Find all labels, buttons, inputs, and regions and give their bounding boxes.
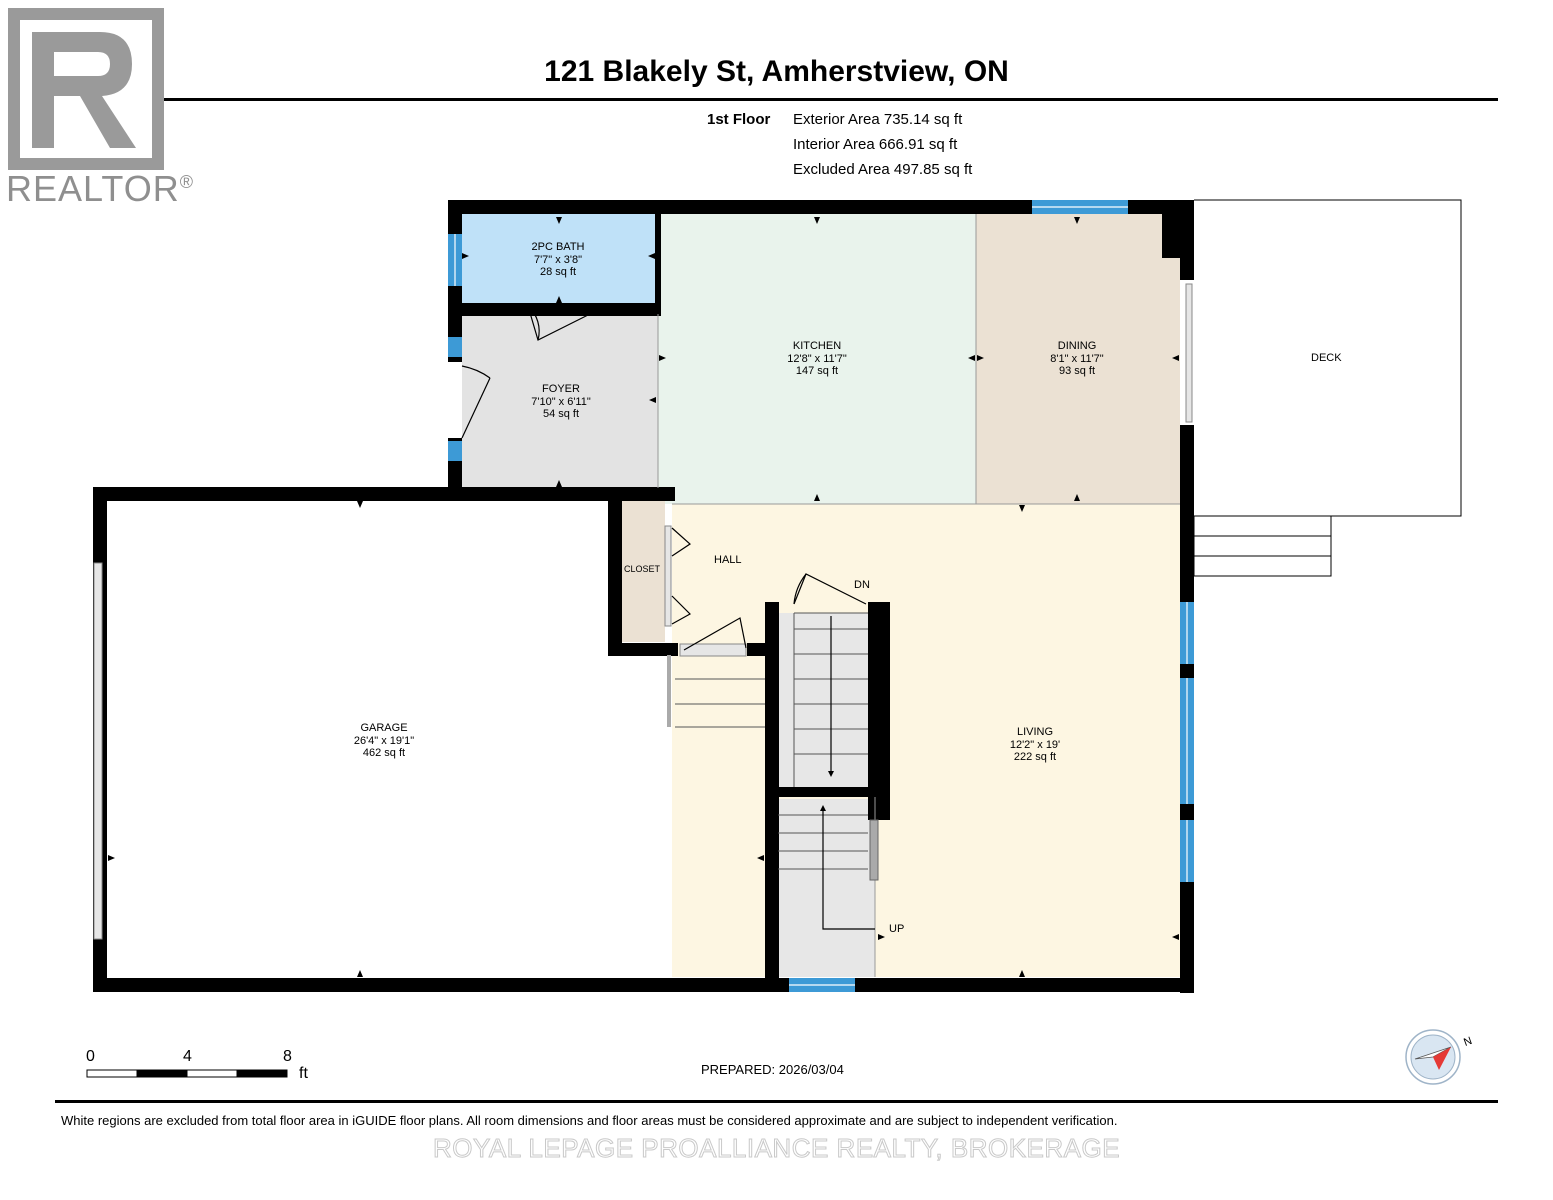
dining-fill bbox=[976, 214, 1180, 504]
interior-area: Interior Area 666.91 sq ft bbox=[793, 136, 958, 153]
stair-down-fill bbox=[778, 613, 872, 788]
scale-mark-0: 0 bbox=[86, 1048, 95, 1065]
excluded-area: Excluded Area 497.85 sq ft bbox=[793, 161, 973, 178]
scale-mark-4: 4 bbox=[183, 1048, 192, 1065]
bath-fill bbox=[462, 214, 655, 306]
header-rule bbox=[55, 98, 1498, 101]
property-address-title: 121 Blakely St, Amherstview, ON bbox=[544, 55, 1009, 88]
compass-rose-icon bbox=[1405, 1029, 1461, 1085]
deck-outline bbox=[1193, 199, 1462, 577]
room-label-deck: DECK bbox=[1311, 352, 1342, 364]
dimension-arrows bbox=[108, 217, 1179, 977]
scale-mark-8: 8 bbox=[283, 1048, 292, 1065]
kitchen-fill bbox=[658, 214, 976, 504]
compass: N bbox=[1403, 1028, 1475, 1088]
realtor-logo bbox=[8, 8, 164, 170]
room-label-closet: CLOSET bbox=[624, 564, 661, 574]
stair-up-fill bbox=[778, 799, 875, 977]
foyer-fill bbox=[462, 314, 658, 488]
room-label-hall: HALL bbox=[714, 554, 742, 566]
exterior-area: Exterior Area 735.14 sq ft bbox=[793, 111, 963, 128]
doors bbox=[461, 305, 867, 651]
closet-fill bbox=[621, 499, 665, 642]
floor-label: 1st Floor bbox=[707, 111, 771, 128]
disclaimer-text: White regions are excluded from total fl… bbox=[61, 1113, 1118, 1128]
living-fill bbox=[672, 504, 1180, 977]
brokerage-watermark: ROYAL LEPAGE PROALLIANCE REALTY, BROKERA… bbox=[432, 1133, 1121, 1164]
scale-unit: ft bbox=[299, 1065, 308, 1082]
prepared-date: PREPARED: 2026/03/04 bbox=[701, 1062, 844, 1077]
stair-down-label: DN bbox=[854, 579, 870, 591]
realtor-r-mark-icon bbox=[8, 8, 164, 170]
realtor-logo-text: REALTOR® bbox=[6, 168, 194, 209]
stair-up-label: UP bbox=[889, 923, 905, 935]
scale-bar bbox=[86, 1069, 288, 1078]
